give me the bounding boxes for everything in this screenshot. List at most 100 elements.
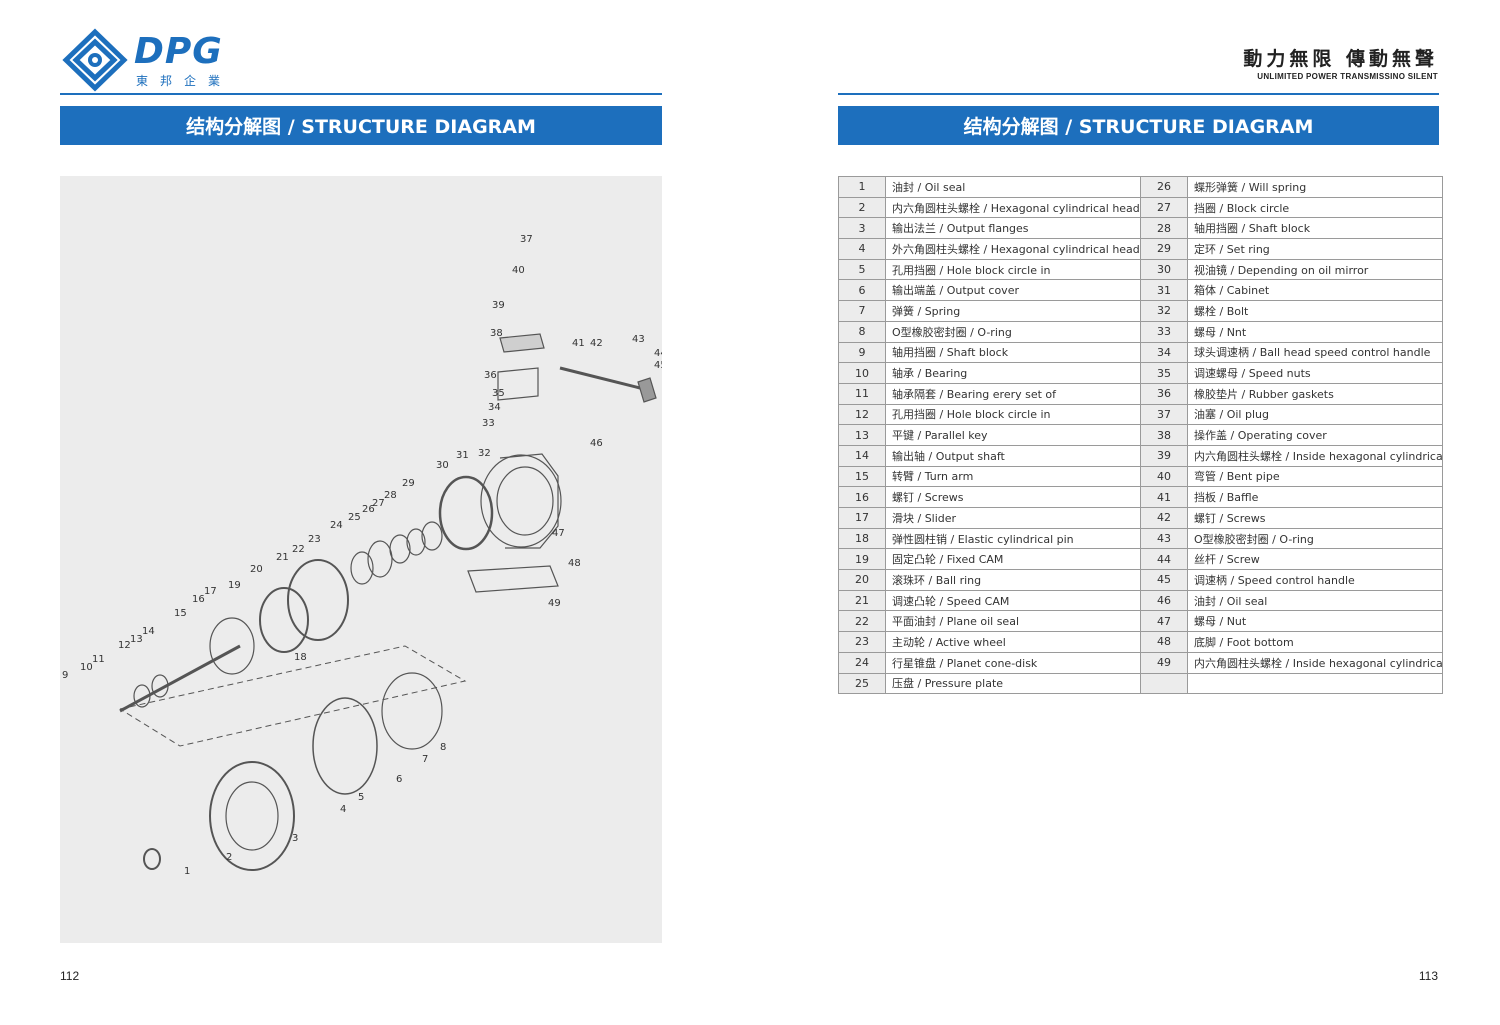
part-number-cell: 18 [838, 527, 886, 550]
part-name-cell: 轴承隔套 / Bearing erery set of [885, 382, 1141, 405]
part-number-cell: 41 [1140, 486, 1188, 508]
part-number-cell: 49 [1140, 651, 1188, 674]
part-number-cell: 45 [1140, 569, 1188, 591]
part-name-cell: 调速凸轮 / Speed CAM [885, 589, 1141, 612]
callout-label: 19 [228, 580, 241, 591]
part-name-cell: 油塞 / Oil plug [1187, 403, 1443, 426]
output-shaft-part [119, 644, 241, 713]
part-name-cell: 球头调速柄 / Ball head speed control handle [1187, 341, 1443, 364]
part-name-cell: 孔用挡圈 / Hole block circle in [885, 403, 1141, 426]
callout-label: 34 [488, 402, 501, 413]
part-name-cell: 外六角圆柱头螺栓 / Hexagonal cylindrical head bo… [885, 238, 1141, 260]
callout-label: 29 [402, 478, 415, 489]
part-number-cell: 27 [1140, 196, 1188, 219]
turn-arm-part [209, 617, 255, 675]
part-name-cell: 蝶形弹簧 / Will spring [1187, 176, 1443, 198]
foot-bottom-part [467, 565, 559, 593]
disc-part-25 [367, 540, 393, 578]
part-name-cell: 定环 / Set ring [1187, 238, 1443, 260]
part-name-cell: O型橡胶密封圈 / O-ring [1187, 527, 1443, 550]
part-number-cell: 30 [1140, 258, 1188, 281]
part-number-cell: 5 [838, 258, 886, 281]
slogan-chinese: 動力無限 傳動無聲 [1243, 48, 1438, 70]
part-number-cell: 3 [838, 217, 886, 240]
callout-label: 41 [572, 338, 585, 349]
header-rule [838, 93, 1439, 95]
part-name-cell: 孔用挡圈 / Hole block circle in [885, 258, 1141, 281]
callout-label: 3 [292, 833, 298, 844]
ball-ring-part [259, 587, 309, 653]
part-name-cell: 挡板 / Baffle [1187, 486, 1443, 508]
page-number: 113 [1418, 969, 1438, 983]
part-name-cell: O型橡胶密封圈 / O-ring [885, 320, 1141, 343]
part-number-cell: 24 [838, 651, 886, 674]
part-number-cell: 29 [1140, 238, 1188, 260]
part-number-cell: 25 [838, 672, 886, 695]
part-name-cell: 固定凸轮 / Fixed CAM [885, 548, 1141, 571]
dashed-assembly-frame [119, 645, 467, 747]
part-number-cell: 21 [838, 589, 886, 612]
housing-inner-part [496, 466, 554, 536]
part-number-cell: 23 [838, 631, 886, 653]
part-number-cell: 33 [1140, 320, 1188, 343]
callout-label: 36 [484, 370, 497, 381]
callout-label: 24 [330, 520, 343, 531]
part-number-cell: 22 [838, 610, 886, 633]
callout-label: 21 [276, 552, 289, 563]
callout-label: 28 [384, 490, 397, 501]
callout-label: 17 [204, 586, 217, 597]
part-number-cell: 46 [1140, 589, 1188, 612]
bearing-part-12 [151, 674, 169, 698]
part-number-cell: 34 [1140, 341, 1188, 364]
page-number: 112 [60, 969, 80, 983]
part-name-cell: 滚珠环 / Ball ring [885, 569, 1141, 591]
slogan-english: UNLIMITED POWER TRANSMISSINO SILENT [1257, 72, 1438, 81]
callout-label: 20 [250, 564, 263, 575]
callout-label: 40 [512, 265, 525, 276]
callout-label: 47 [552, 528, 565, 539]
part-number-cell: 1 [838, 176, 886, 198]
right-page: 動力無限 傳動無聲 UNLIMITED POWER TRANSMISSINO S… [750, 0, 1500, 1025]
part-name-cell: 轴用挡圈 / Shaft block [1187, 217, 1443, 240]
callout-label: 22 [292, 544, 305, 555]
operating-cover-part [499, 333, 545, 353]
header-rule [60, 93, 662, 95]
part-name-cell: 橡胶垫片 / Rubber gaskets [1187, 382, 1443, 405]
part-number-cell: 6 [838, 279, 886, 302]
part-name-cell: 输出轴 / Output shaft [885, 444, 1141, 467]
part-number-cell: 10 [838, 362, 886, 384]
part-name-cell: 轴承 / Bearing [885, 362, 1141, 384]
part-number-cell: 39 [1140, 444, 1188, 467]
callout-label: 7 [422, 754, 428, 765]
callout-label: 39 [492, 300, 505, 311]
callout-label: 26 [362, 504, 375, 515]
callout-label: 27 [372, 498, 385, 509]
part-number-cell: 31 [1140, 279, 1188, 302]
output-flange-part [209, 761, 295, 871]
output-flange-inner-part [225, 781, 279, 851]
part-name-cell: 底脚 / Foot bottom [1187, 631, 1443, 653]
callout-label: 38 [490, 328, 503, 339]
part-name-cell [1187, 672, 1443, 695]
part-number-cell: 4 [838, 238, 886, 260]
callout-label: 31 [456, 450, 469, 461]
part-name-cell: 行星锥盘 / Planet cone-disk [885, 651, 1141, 674]
callout-label: 11 [92, 654, 105, 665]
disc-part-26 [389, 534, 411, 564]
part-name-cell: 压盘 / Pressure plate [885, 672, 1141, 695]
